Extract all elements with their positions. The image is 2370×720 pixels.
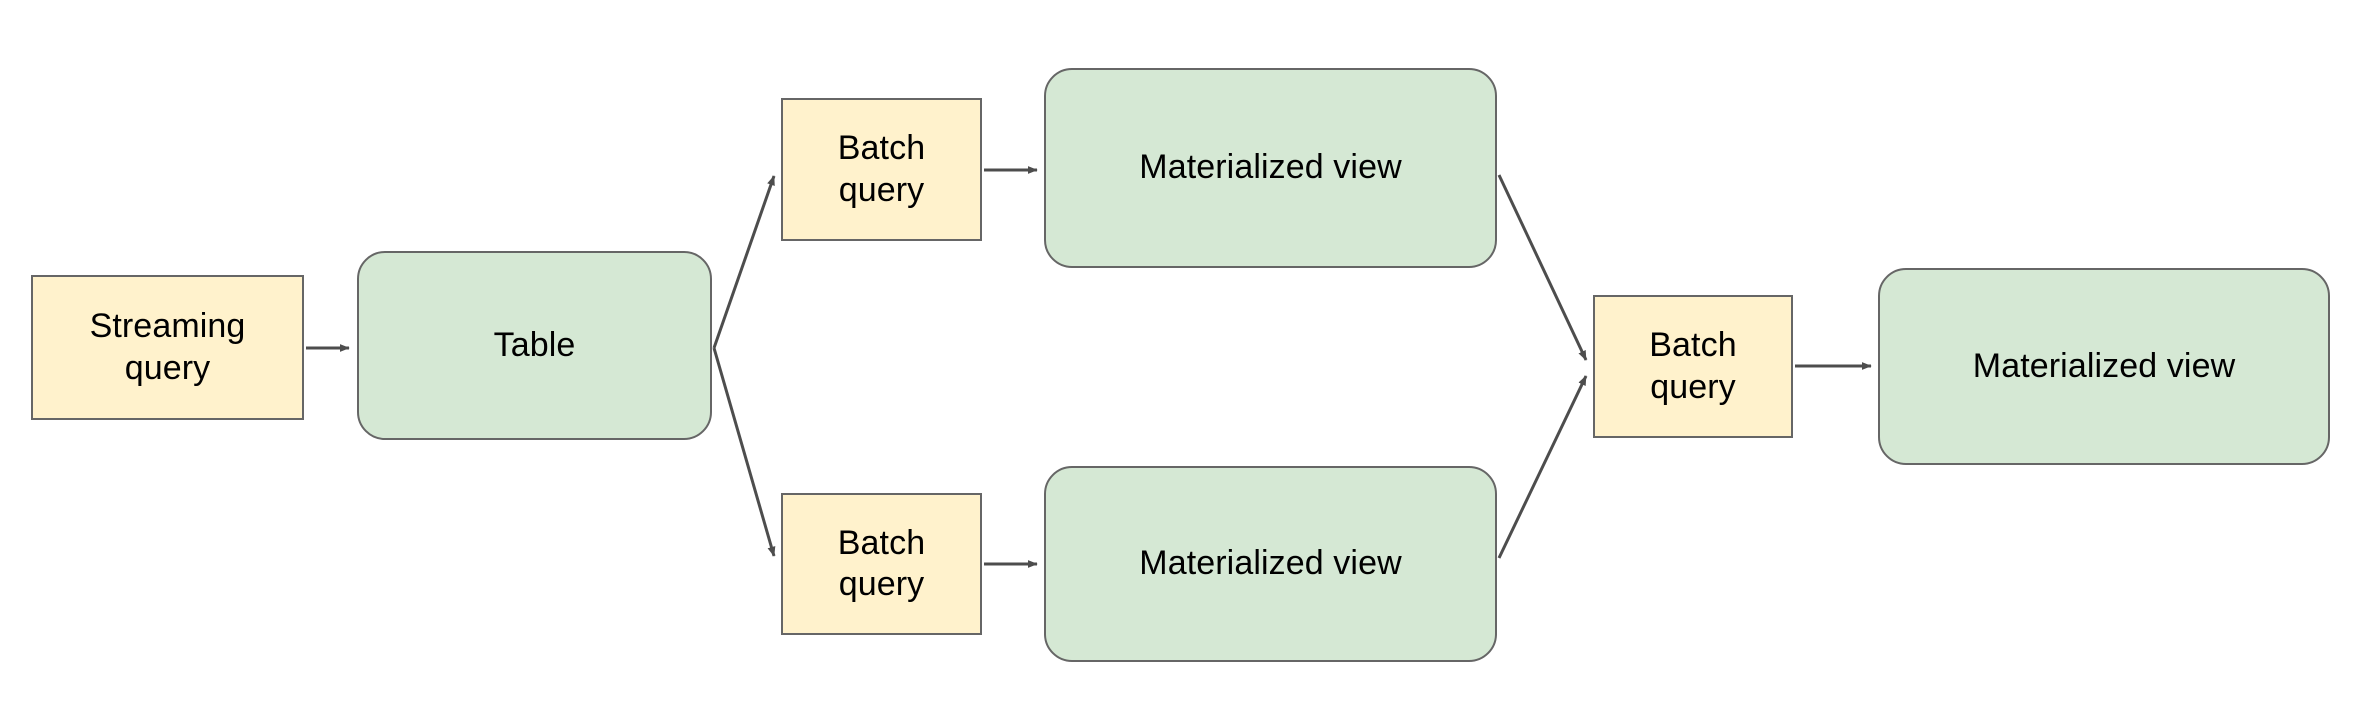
node-batch-query-right-label: Batch query — [1649, 326, 1737, 406]
edge-mv-top-to-batch-right — [1497, 174, 1588, 361]
node-materialized-view-bottom[interactable]: Materialized view — [1044, 466, 1497, 662]
edge-table-to-batch-top — [712, 175, 776, 349]
node-batch-query-right[interactable]: Batch query — [1593, 295, 1793, 438]
node-batch-query-top-label: Batch query — [837, 129, 926, 209]
node-batch-query-top[interactable]: Batch query — [781, 98, 982, 241]
node-materialized-view-right[interactable]: Materialized view — [1878, 268, 2330, 465]
node-table-label: Table — [493, 325, 576, 364]
node-materialized-view-top-label: Materialized view — [1139, 148, 1402, 187]
edge-table-to-batch-bottom — [712, 347, 776, 557]
node-streaming-query[interactable]: Streaming query — [31, 275, 304, 420]
node-materialized-view-right-label: Materialized view — [1972, 346, 2236, 385]
node-batch-query-bottom-label: Batch query — [837, 523, 926, 603]
node-batch-query-bottom[interactable]: Batch query — [781, 493, 982, 635]
node-materialized-view-bottom-label: Materialized view — [1139, 544, 1402, 583]
node-table[interactable]: Table — [357, 251, 712, 440]
node-streaming-query-label: Streaming query — [89, 307, 246, 387]
node-materialized-view-top[interactable]: Materialized view — [1044, 68, 1497, 268]
edge-mv-bottom-to-batch-right — [1497, 375, 1588, 559]
